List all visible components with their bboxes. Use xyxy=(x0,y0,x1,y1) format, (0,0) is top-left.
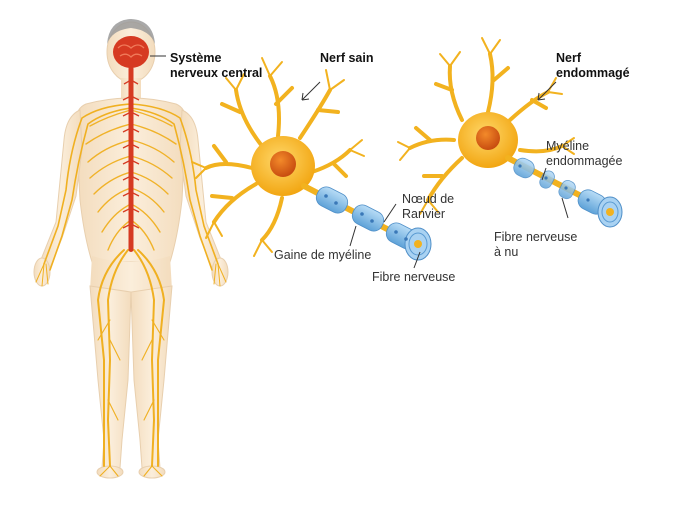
label-damaged-myelin: Myéline endommagée xyxy=(546,139,623,168)
label-central-nervous-system: Système nerveux central xyxy=(170,51,263,80)
label-node-of-ranvier: Nœud de Ranvier xyxy=(402,192,455,221)
brain xyxy=(113,36,149,68)
healthy-neuron xyxy=(191,57,432,261)
healthy-nucleus xyxy=(270,151,296,177)
pointer-lines xyxy=(150,55,569,269)
central-nervous-system xyxy=(113,36,149,252)
label-nerve-fiber: Fibre nerveuse xyxy=(372,270,456,284)
damaged-nucleus xyxy=(476,126,500,150)
label-damaged-nerve: Nerf endommagé xyxy=(556,51,630,80)
healthy-myelin-sheath xyxy=(315,186,432,261)
label-myelin-sheath: Gaine de myéline xyxy=(274,248,372,262)
label-bare-nerve-fiber: Fibre nerveuse à nu xyxy=(494,230,578,259)
label-healthy-nerve: Nerf sain xyxy=(320,51,374,65)
